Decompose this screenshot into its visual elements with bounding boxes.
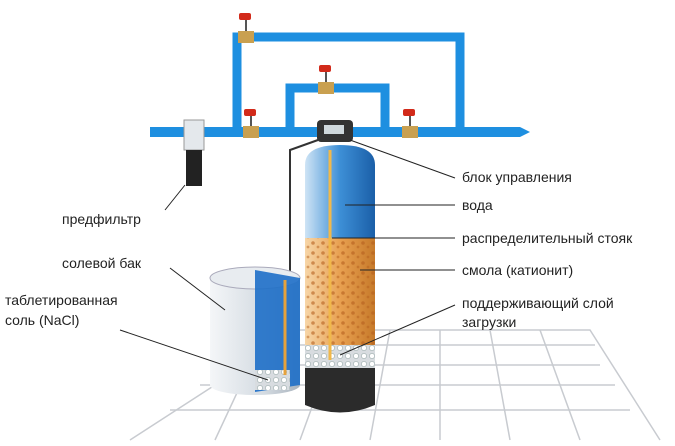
valve-icon [402, 109, 418, 138]
label-riser: распределительный стояк [462, 230, 633, 246]
softener-tank [305, 145, 375, 413]
label-salt-2: соль (NaCl) [5, 312, 79, 328]
control-unit [317, 120, 353, 142]
label-prefilter: предфильтр [62, 211, 141, 227]
pipework [232, 32, 465, 132]
brine-tank [209, 266, 301, 395]
valve-icon [318, 65, 334, 94]
prefilter [183, 119, 205, 186]
label-brine-tank: солевой бак [62, 255, 142, 271]
floor-tiles [129, 329, 661, 441]
label-support-layer-2: загрузки [462, 314, 516, 330]
valve-icon [243, 109, 259, 138]
label-water: вода [462, 197, 493, 213]
leader-lines [119, 139, 456, 381]
valve-icon [238, 13, 254, 43]
label-resin: смола (катионит) [462, 262, 573, 278]
label-control-unit: блок управления [462, 169, 572, 185]
label-support-layer-1: поддерживающий слой [462, 295, 614, 311]
label-salt-1: таблетированная [5, 292, 118, 308]
